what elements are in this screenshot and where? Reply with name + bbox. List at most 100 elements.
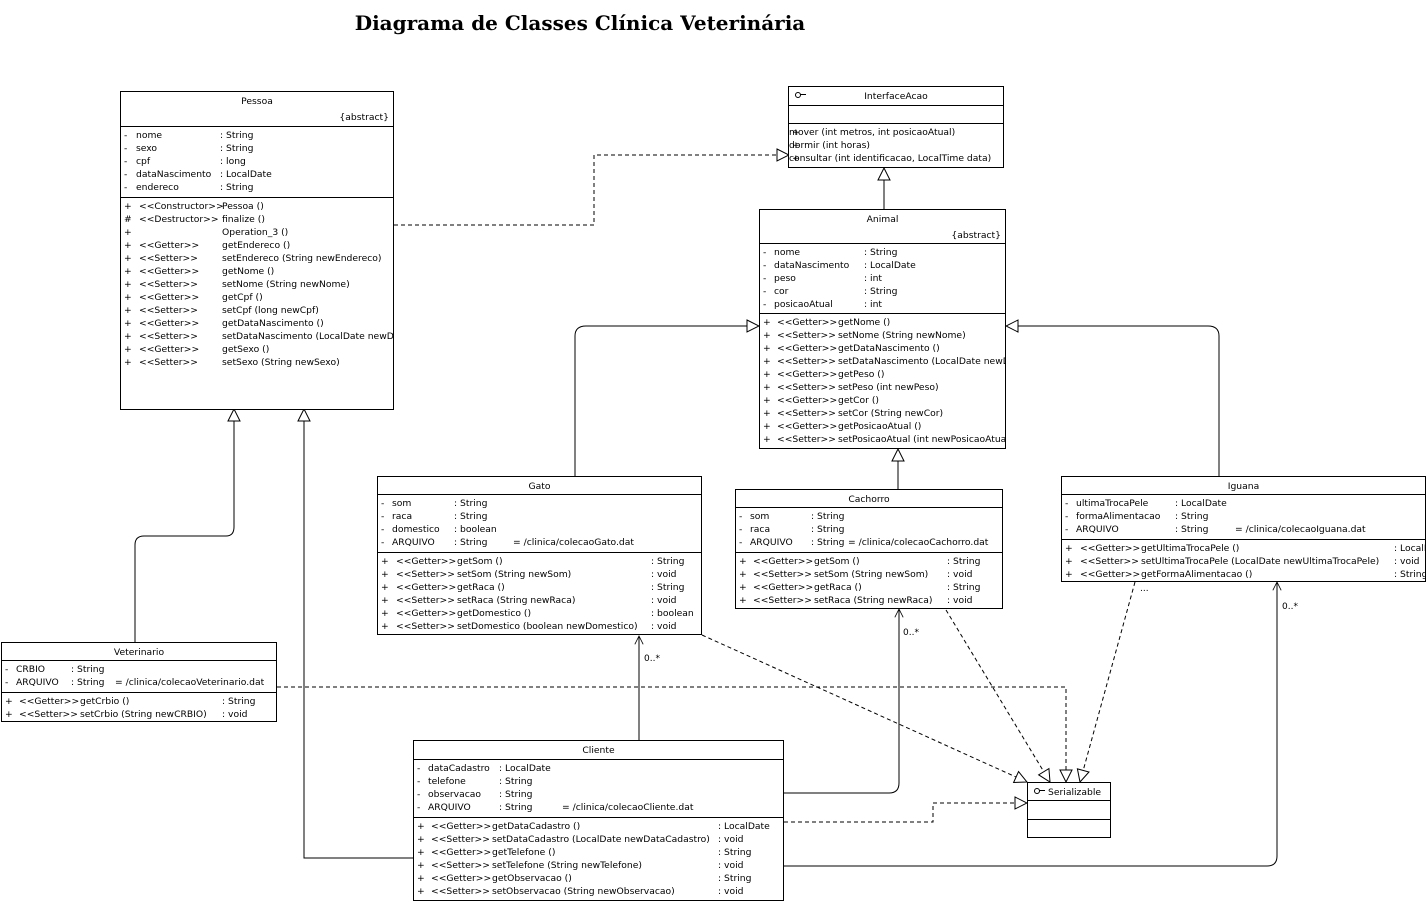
operations-cell: <<Setter>> <box>753 569 812 580</box>
operations-cell: consultar (int identificacao, LocalTime … <box>789 153 992 164</box>
class-iguana[interactable]: Iguana-ultimaTrocaPele: LocalDate-formaA… <box>1061 476 1426 582</box>
operations-cell: + <box>5 709 13 720</box>
attribute-row: -ARQUIVO: String= /clinica/colecaoIguana… <box>1062 523 1425 536</box>
class-name: Serializable <box>1048 787 1102 798</box>
attributes-cell: raca <box>750 524 771 535</box>
operations-cell: <<Setter>> <box>139 253 198 264</box>
operation-row: #<<Destructor>>finalize () <box>121 213 393 226</box>
operation-row: +<<Getter>>getPosicaoAtual () <box>760 420 1005 433</box>
attributes-cell: : LocalDate <box>1175 498 1227 509</box>
class-name: InterfaceAcao <box>864 91 928 102</box>
attributes-cell: : String <box>220 130 254 141</box>
class-cliente[interactable]: Cliente-dataCadastro: LocalDate-telefone… <box>413 740 784 901</box>
attributes-section: -nome: String-sexo: String-cpf: long-dat… <box>121 127 393 197</box>
operations-cell: + <box>381 621 389 632</box>
operations-cell: getSexo () <box>222 344 270 355</box>
operations-cell: mover (int metros, int posicaoAtual) <box>789 127 956 138</box>
attributes-cell: : LocalDate <box>220 169 272 180</box>
operations-cell: getPosicaoAtual () <box>838 421 922 432</box>
operations-cell: + <box>763 369 771 380</box>
class-name: Animal <box>866 214 899 225</box>
multiplicity-iguana: 0..* <box>1282 602 1298 612</box>
operations-cell: <<Setter>> <box>19 709 78 720</box>
class-cachorro[interactable]: Cachorro-som: String-raca: String-ARQUIV… <box>735 489 1003 609</box>
class-veterinario[interactable]: Veterinario -CRBIO: String-ARQUIVO: Strin… <box>1 642 277 722</box>
attributes-cell: : String <box>811 524 845 535</box>
operations-cell: : void <box>222 709 248 720</box>
operation-row: +<<Setter>>setRaca (String newRaca): voi… <box>736 594 1002 607</box>
attributes-cell: : String <box>454 511 488 522</box>
attributes-section <box>789 106 1003 123</box>
operations-cell: + <box>1065 543 1073 554</box>
operations-cell: setCpf (long newCpf) <box>222 305 319 316</box>
attribute-row: -ARQUIVO: String= /clinica/colecaoVeteri… <box>2 676 276 689</box>
attributes-cell: domestico <box>392 524 440 535</box>
operations-cell: setDataNascimento (LocalDate newDataNasc… <box>838 356 1005 367</box>
operation-row: +<<Getter>>getDomestico (): boolean <box>378 607 701 620</box>
attributes-cell: - <box>381 498 385 509</box>
operations-cell: : boolean <box>651 608 694 619</box>
operations-cell: finalize () <box>222 214 265 225</box>
class-gato[interactable]: Gato-som: String-raca: String-domestico:… <box>377 476 702 635</box>
attribute-row: -ARQUIVO: String= /clinica/colecaoCachor… <box>736 536 1002 549</box>
class-animal[interactable]: Animal{abstract}-nome: String-dataNascim… <box>759 209 1006 449</box>
operations-cell: getCor () <box>838 395 879 406</box>
attributes-cell: : String <box>811 511 845 522</box>
cliente-aggregates-cachorro <box>784 609 899 793</box>
operations-cell: + <box>763 317 771 328</box>
class-stereotype: {abstract} <box>339 112 389 123</box>
class-stereotype: {abstract} <box>951 230 1001 241</box>
operations-cell: setRaca (String newRaca) <box>457 595 576 606</box>
attribute-row: -peso: int <box>760 272 1005 285</box>
operations-cell: <<Getter>> <box>777 317 838 328</box>
pessoa-implements-interfaceacao <box>394 155 789 226</box>
operations-cell: <<Setter>> <box>777 330 836 341</box>
operation-row: +<<Getter>>getDataNascimento () <box>121 317 393 330</box>
operations-cell: <<Setter>> <box>431 834 490 845</box>
operation-row: +Operation_3 () <box>121 226 393 239</box>
cliente-aggregates-iguana <box>784 582 1277 866</box>
attributes-cell: som <box>750 511 770 522</box>
operations-cell: + <box>739 582 747 593</box>
attribute-row: -CRBIO: String <box>2 663 276 676</box>
operations-cell: <<Getter>> <box>431 847 492 858</box>
operation-row: +<<Getter>>getCor () <box>760 394 1005 407</box>
operation-row: +<<Setter>>setObservacao (String newObse… <box>414 885 783 898</box>
operations-cell: setObservacao (String newObservacao) <box>492 886 675 897</box>
operations-cell: + <box>792 140 800 151</box>
operations-cell: setNome (String newNome) <box>222 279 350 290</box>
class-header: Veterinario <box>2 643 276 661</box>
attribute-row: -nome: String <box>121 129 393 142</box>
operation-row: +<<Getter>>getEndereco () <box>121 239 393 252</box>
attribute-row: -ultimaTrocaPele: LocalDate <box>1062 497 1425 510</box>
operations-cell: getDataCadastro () <box>492 821 581 832</box>
operation-row: +<<Setter>>setDataNascimento (LocalDate … <box>121 330 393 343</box>
attributes-cell: - <box>124 156 128 167</box>
class-pessoa[interactable]: Pessoa{abstract}-nome: String-sexo: Stri… <box>120 91 394 410</box>
operations-cell: + <box>124 201 132 212</box>
operations-cell: + <box>417 860 425 871</box>
attributes-cell: raca <box>392 511 413 522</box>
operations-cell: + <box>739 595 747 606</box>
operations-cell: <<Setter>> <box>753 595 812 606</box>
attributes-cell: : String <box>499 802 533 813</box>
attributes-cell: - <box>763 260 767 271</box>
operation-row: +<<Getter>>getRaca (): String <box>736 581 1002 594</box>
class-serializable[interactable]: Serializable <box>1027 782 1111 838</box>
operations-cell: + <box>763 382 771 393</box>
operation-row: +<<Getter>>getDataNascimento () <box>760 342 1005 355</box>
operation-row: +<<Setter>>setSom (String newSom): void <box>736 568 1002 581</box>
class-interfaceacao[interactable]: InterfaceAcao + mover (int metros, int pos… <box>788 86 1004 168</box>
operation-row: +<<Setter>>setCor (String newCor) <box>760 407 1005 420</box>
attribute-row: -posicaoAtual: int <box>760 298 1005 311</box>
attributes-cell: - <box>417 763 421 774</box>
operations-cell: <<Getter>> <box>396 582 457 593</box>
operations-cell: : String <box>718 873 752 884</box>
operations-cell: setTelefone (String newTelefone) <box>492 860 642 871</box>
attributes-cell: = /clinica/colecaoCachorro.dat <box>848 537 989 548</box>
attributes-cell: sexo <box>136 143 158 154</box>
operations-cell: getRaca () <box>814 582 862 593</box>
operations-section: +<<Getter>>getCrbio (): String+<<Setter>… <box>2 692 276 720</box>
operations-section: +<<Getter>>getSom (): String+<<Setter>>s… <box>736 552 1002 607</box>
operations-cell: : void <box>947 569 973 580</box>
